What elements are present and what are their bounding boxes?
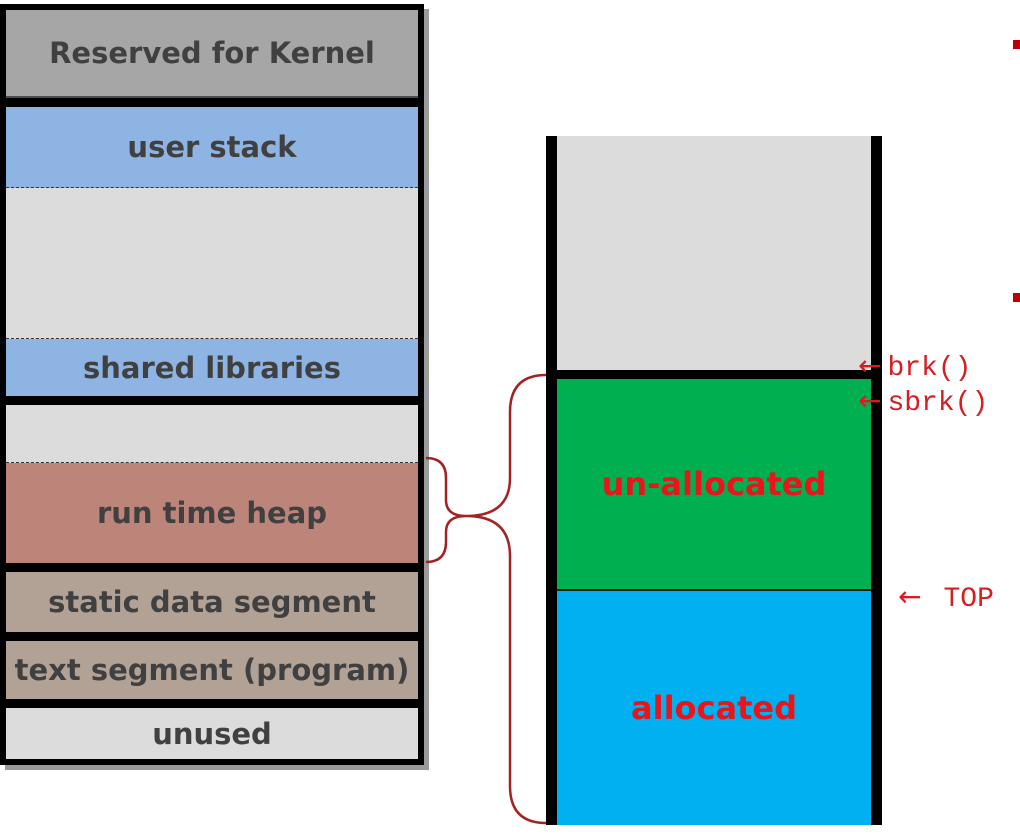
segment-label: text segment (program) [14,653,410,687]
heap-brace-small [425,456,467,564]
segment-text: text segment (program) [6,641,418,699]
top-pointer: ← TOP [898,580,994,615]
segment-label: unused [152,716,272,751]
heap-block-unallocated: un-allocated [557,379,871,589]
segment-divider [6,563,418,572]
bullet-marker [1013,40,1020,49]
segment-divider [6,632,418,641]
memory-map: Reserved for Kernel user stack shared li… [0,4,424,765]
heap-block-label: allocated [631,689,797,727]
segment-static-data: static data segment [6,572,418,632]
segment-user-stack: user stack [6,107,418,188]
left-arrow-icon: ← [898,580,922,613]
segment-label: shared libraries [83,350,341,385]
segment-divider [6,98,418,107]
sbrk-pointer: ←sbrk() [858,384,988,419]
segment-label: user stack [127,130,297,164]
bullet-marker [1013,293,1020,302]
top-boundary [557,589,871,591]
top-label: TOP [943,584,994,615]
sbrk-label: sbrk() [887,388,989,419]
brk-label: brk() [887,353,972,384]
heap-block-free [557,136,871,370]
brk-boundary [557,370,871,379]
segment-run-time-heap: run time heap [6,463,418,563]
heap-column: un-allocated allocated [546,136,882,825]
heap-block-allocated: allocated [557,591,871,825]
segment-unused: unused [6,708,418,759]
segment-label: Reserved for Kernel [49,36,375,70]
left-arrow-icon: ← [858,349,882,382]
left-arrow-icon: ← [858,384,882,417]
segment-label: run time heap [96,496,328,530]
segment-free-lower [6,405,418,463]
heap-block-label: un-allocated [601,465,827,503]
segment-divider [6,396,418,405]
segment-shared-libraries: shared libraries [6,339,418,396]
brk-pointer: ←brk() [858,349,971,384]
segment-reserved-kernel: Reserved for Kernel [6,10,418,98]
segment-divider [6,699,418,708]
segment-label: static data segment [48,585,376,619]
heap-brace-large [465,373,547,825]
segment-free-upper [6,188,418,339]
